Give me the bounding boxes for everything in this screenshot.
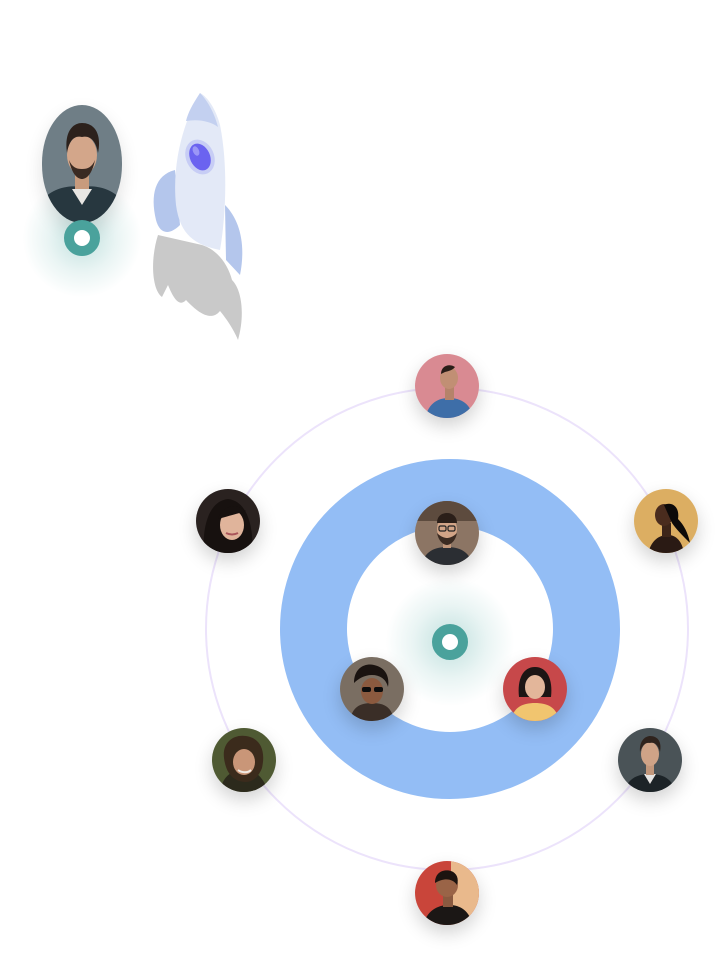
avatar-outer-lower-right[interactable] [618,728,682,792]
avatar-inner-left[interactable] [340,657,404,721]
avatar-outer-bottom[interactable] [415,861,479,925]
featured-location-pin[interactable] [64,220,100,256]
avatar-outer-upper-right[interactable] [634,489,698,553]
avatar-woman-dark-hair-icon [196,489,260,553]
avatar-outer-upper-left[interactable] [196,489,260,553]
avatar-outer-top[interactable] [415,354,479,418]
avatar-woman-yellow-top-icon [503,657,567,721]
avatar-outer-lower-left[interactable] [212,728,276,792]
avatar-inner-right[interactable] [503,657,567,721]
avatar-woman-profile-icon [634,489,698,553]
avatar-man-jacket-icon [618,728,682,792]
avatar-man-glasses-icon [415,501,479,565]
avatar-woman-curly-icon [212,728,276,792]
avatar-inner-top[interactable] [415,501,479,565]
avatar-man-beard-icon [42,105,122,223]
avatar-man-back-icon [415,861,479,925]
avatar-woman-sunglasses-icon [340,657,404,721]
avatar-man-profile-icon [415,354,479,418]
rocket-icon [153,93,243,340]
featured-avatar[interactable] [42,105,122,223]
center-location-pin[interactable] [432,624,468,660]
